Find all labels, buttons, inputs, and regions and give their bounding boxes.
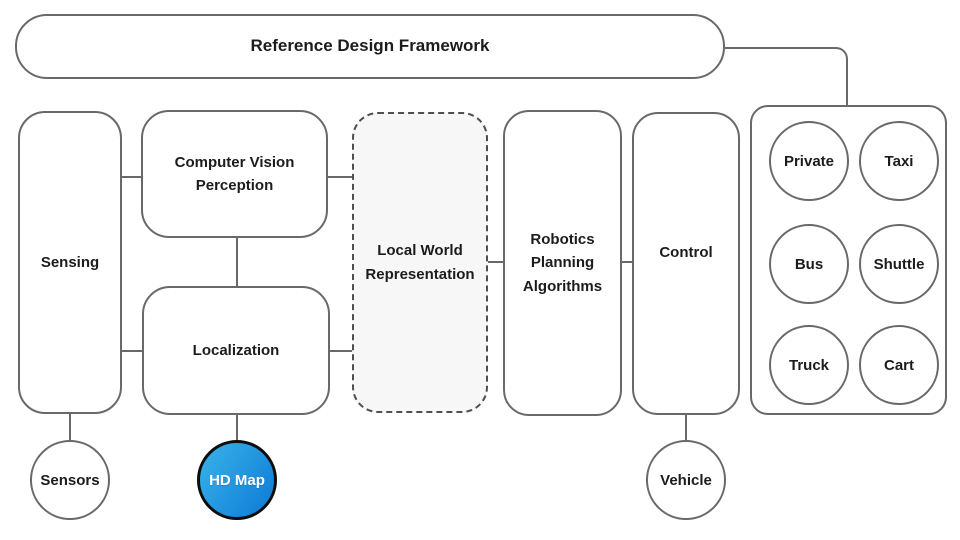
vehicle-type-bus: Bus xyxy=(769,224,849,304)
vehicle-types-panel: Private Taxi Bus Shuttle Truck Cart xyxy=(750,105,947,415)
computer-vision-perception-node: Computer Vision Perception xyxy=(141,110,328,238)
connector-control-vehicle xyxy=(685,415,687,440)
localization-label: Localization xyxy=(192,341,280,359)
bus-label: Bus xyxy=(794,255,824,273)
sensing-label: Sensing xyxy=(40,253,100,271)
robotics-planning-algorithms-label: Robotics Planning Algorithms xyxy=(522,231,603,295)
truck-label: Truck xyxy=(788,356,830,374)
connector-sensing-cvp xyxy=(122,176,141,178)
diagram-title: Reference Design Framework xyxy=(250,36,490,56)
connector-sensing-localization xyxy=(122,350,142,352)
sensors-circle: Sensors xyxy=(30,440,110,520)
reference-design-framework-node: Reference Design Framework xyxy=(15,14,725,79)
connector-cvp-localization xyxy=(236,238,238,286)
vehicle-type-cart: Cart xyxy=(859,325,939,405)
connector-localization-hdmap xyxy=(236,415,238,440)
hd-map-label: HD Map xyxy=(209,471,265,489)
local-world-representation-label: Local World Representation xyxy=(365,242,475,283)
vehicle-type-truck: Truck xyxy=(769,325,849,405)
connector-localization-lwr xyxy=(330,350,352,352)
vehicle-label: Vehicle xyxy=(660,471,712,489)
private-label: Private xyxy=(783,152,835,170)
connector-sensing-sensors xyxy=(69,414,71,440)
control-node: Control xyxy=(632,112,740,415)
local-world-representation-node: Local World Representation xyxy=(352,112,488,413)
hd-map-circle: HD Map xyxy=(197,440,277,520)
connector-title-to-panel xyxy=(725,47,848,105)
connector-cvp-lwr xyxy=(328,176,352,178)
vehicle-type-taxi: Taxi xyxy=(859,121,939,201)
localization-node: Localization xyxy=(142,286,330,415)
robotics-planning-algorithms-node: Robotics Planning Algorithms xyxy=(503,110,622,416)
control-label: Control xyxy=(659,243,713,261)
shuttle-label: Shuttle xyxy=(873,255,925,273)
connector-lwr-robotics xyxy=(488,261,503,263)
connector-robotics-control xyxy=(622,261,632,263)
vehicle-circle: Vehicle xyxy=(646,440,726,520)
computer-vision-perception-label: Computer Vision Perception xyxy=(174,153,295,194)
sensors-label: Sensors xyxy=(40,471,100,489)
cart-label: Cart xyxy=(883,356,914,374)
taxi-label: Taxi xyxy=(884,152,914,170)
vehicle-type-private: Private xyxy=(769,121,849,201)
sensing-node: Sensing xyxy=(18,111,122,414)
vehicle-type-shuttle: Shuttle xyxy=(859,224,939,304)
